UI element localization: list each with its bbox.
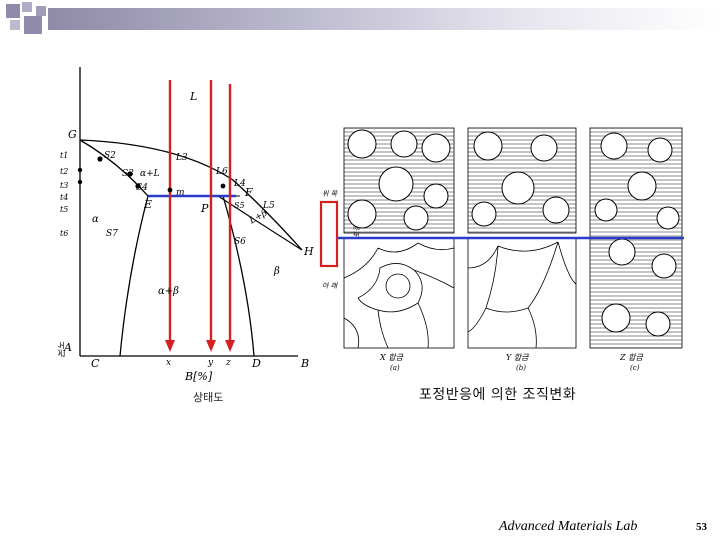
- title-gradient-bar: [48, 8, 720, 30]
- liquidus-curve: [79, 139, 303, 251]
- point-l4: [220, 183, 226, 189]
- label-t6: t6: [60, 229, 68, 238]
- panel-y-alloy: [467, 127, 577, 349]
- label-d: D: [251, 357, 261, 370]
- label-s5: S5: [234, 201, 245, 210]
- panel-b-label: Y 합금: [506, 353, 529, 362]
- label-c: C: [91, 357, 100, 370]
- label-f: F: [244, 186, 253, 199]
- label-l5: L5: [262, 201, 275, 211]
- decor-square: [36, 6, 46, 16]
- region-alpha-l: α+L: [140, 169, 160, 179]
- peritectic-temperature-box: [319, 200, 339, 268]
- label-p: P: [200, 202, 209, 215]
- label-e: E: [143, 198, 152, 211]
- label-b: B: [300, 357, 309, 370]
- arrowhead-x: [165, 340, 175, 352]
- beta-solidus: [217, 195, 303, 251]
- mark-z: z: [225, 358, 231, 368]
- label-t4: t4: [60, 193, 68, 202]
- side-label-top: 위 쪽: [322, 190, 339, 198]
- panel-x-alloy: [343, 127, 455, 349]
- panel-c-sublabel: (c): [630, 364, 640, 372]
- decor-square: [10, 20, 20, 30]
- point-s4: [135, 183, 141, 189]
- tick-dot: [77, 179, 83, 185]
- label-s3: S3: [122, 169, 134, 179]
- label-l4: L4: [233, 179, 246, 189]
- panel-c-label: Z 합금: [619, 353, 643, 362]
- side-label: 온도: [58, 341, 67, 358]
- x-axis-title: B[%]: [184, 370, 213, 383]
- label-t2: t2: [60, 167, 68, 176]
- title-decoration: [0, 0, 720, 40]
- decor-square: [24, 16, 42, 34]
- slide-caption: 포정반응에 의한 조직변화: [419, 387, 577, 403]
- page-number: 53: [696, 521, 707, 533]
- region-alpha-beta: α+β: [158, 286, 179, 297]
- microstructure-panels: 위 쪽 포정온도 아 래: [318, 118, 688, 380]
- label-s4: S4: [136, 183, 148, 193]
- point-s3: [127, 171, 133, 177]
- region-alpha: α: [92, 214, 99, 225]
- phase-diagram: A C D B B[%] x y z 온도 L α+L α α+β β L+β …: [56, 62, 316, 400]
- footer-lab-name: Advanced Materials Lab: [499, 519, 638, 534]
- label-t5: t5: [60, 205, 68, 214]
- alpha-solvus: [119, 195, 149, 357]
- mark-y: y: [207, 358, 214, 368]
- tick-dot: [77, 167, 83, 173]
- solidus-curve: [79, 139, 149, 197]
- region-beta: β: [273, 266, 280, 277]
- label-s7: S7: [106, 229, 118, 239]
- mark-x: x: [166, 358, 171, 368]
- label-h: H: [303, 245, 314, 258]
- panel-b-sublabel: (b): [516, 364, 526, 372]
- panel-a-label: X 합금: [379, 353, 404, 362]
- point-m: [167, 187, 173, 193]
- arrowhead-y: [206, 340, 216, 352]
- label-l3: L3: [175, 153, 188, 163]
- phase-diagram-caption: 상태도: [193, 391, 224, 404]
- label-t3: t3: [60, 181, 68, 190]
- point-s2: [97, 156, 103, 162]
- arrowhead-z: [225, 340, 235, 352]
- label-t1: t1: [60, 151, 68, 160]
- panel-a-sublabel: (a): [390, 364, 400, 372]
- label-m: m: [176, 188, 185, 198]
- label-s6: S6: [234, 237, 246, 247]
- region-l: L: [189, 90, 197, 103]
- decor-square: [6, 4, 20, 18]
- label-g: G: [68, 128, 77, 141]
- label-a: A: [63, 341, 72, 354]
- decor-square: [22, 2, 32, 12]
- label-l6: L6: [215, 167, 228, 177]
- side-label-bottom: 아 래: [322, 282, 339, 290]
- beta-solvus: [222, 195, 255, 357]
- label-s2: S2: [104, 151, 116, 161]
